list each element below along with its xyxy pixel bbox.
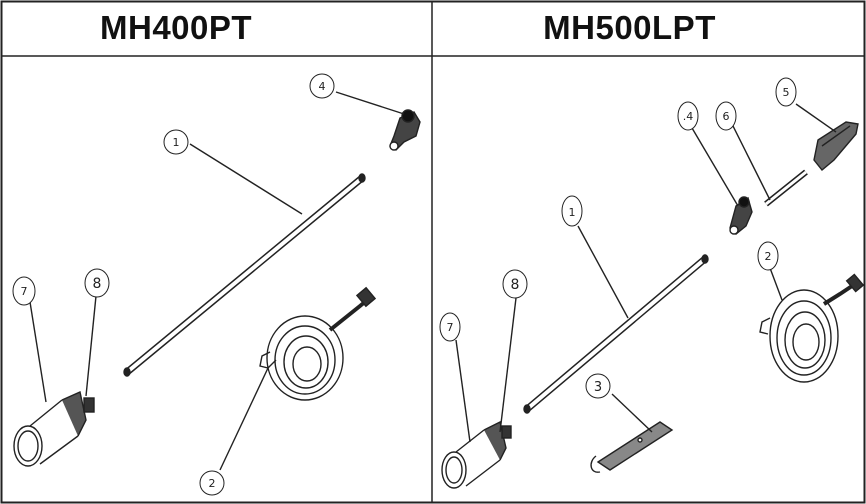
- callout-7-right: 7: [439, 312, 461, 342]
- callout-label: .4: [683, 110, 694, 123]
- callout-7-left: 7: [12, 276, 36, 306]
- callout-label: 6: [723, 110, 730, 123]
- cone-part-icon: [13, 391, 95, 467]
- callout-label: 3: [594, 380, 602, 395]
- handle-part-icon: [813, 121, 859, 171]
- rod-part-icon: [123, 173, 366, 377]
- callout-label: 2: [209, 477, 216, 490]
- hose-part-icon: [259, 286, 377, 401]
- callout-6-right: 6: [715, 101, 737, 131]
- model-title-mh500lpt: MH500LPT: [543, 9, 716, 46]
- callout-label: 1: [173, 136, 180, 149]
- right-panel: [441, 103, 865, 489]
- rod-part-icon: [523, 254, 709, 414]
- callout-label: 1: [569, 206, 576, 219]
- tube-part-icon: [764, 169, 808, 207]
- callout-4-left: 4: [309, 73, 335, 99]
- callout-label: 7: [21, 285, 28, 298]
- callout-1-left: 1: [163, 129, 189, 155]
- valve-part-icon: [389, 109, 421, 151]
- callout-label: 2: [765, 250, 772, 263]
- callout-8-right: 8: [502, 269, 528, 299]
- callout-label: 8: [93, 276, 102, 292]
- left-panel: [13, 91, 421, 471]
- callout-label: 8: [511, 277, 520, 293]
- callout-1-right: 1: [561, 195, 583, 227]
- callout-8-left: 8: [84, 268, 110, 298]
- callout-5-right: 5: [775, 77, 797, 107]
- hose-part-icon: [759, 273, 865, 383]
- callout-3-right: 3: [585, 373, 611, 399]
- callout-4-right: .4: [677, 101, 699, 131]
- stand-part-icon: [590, 421, 674, 473]
- valve-part-icon: [729, 196, 753, 235]
- callout-2-right: 2: [757, 241, 779, 271]
- callout-label: 5: [783, 86, 790, 99]
- callout-label: 7: [447, 321, 454, 334]
- callout-label: 4: [319, 80, 326, 93]
- model-title-mh400pt: MH400PT: [100, 9, 253, 46]
- callout-2-left: 2: [199, 470, 225, 496]
